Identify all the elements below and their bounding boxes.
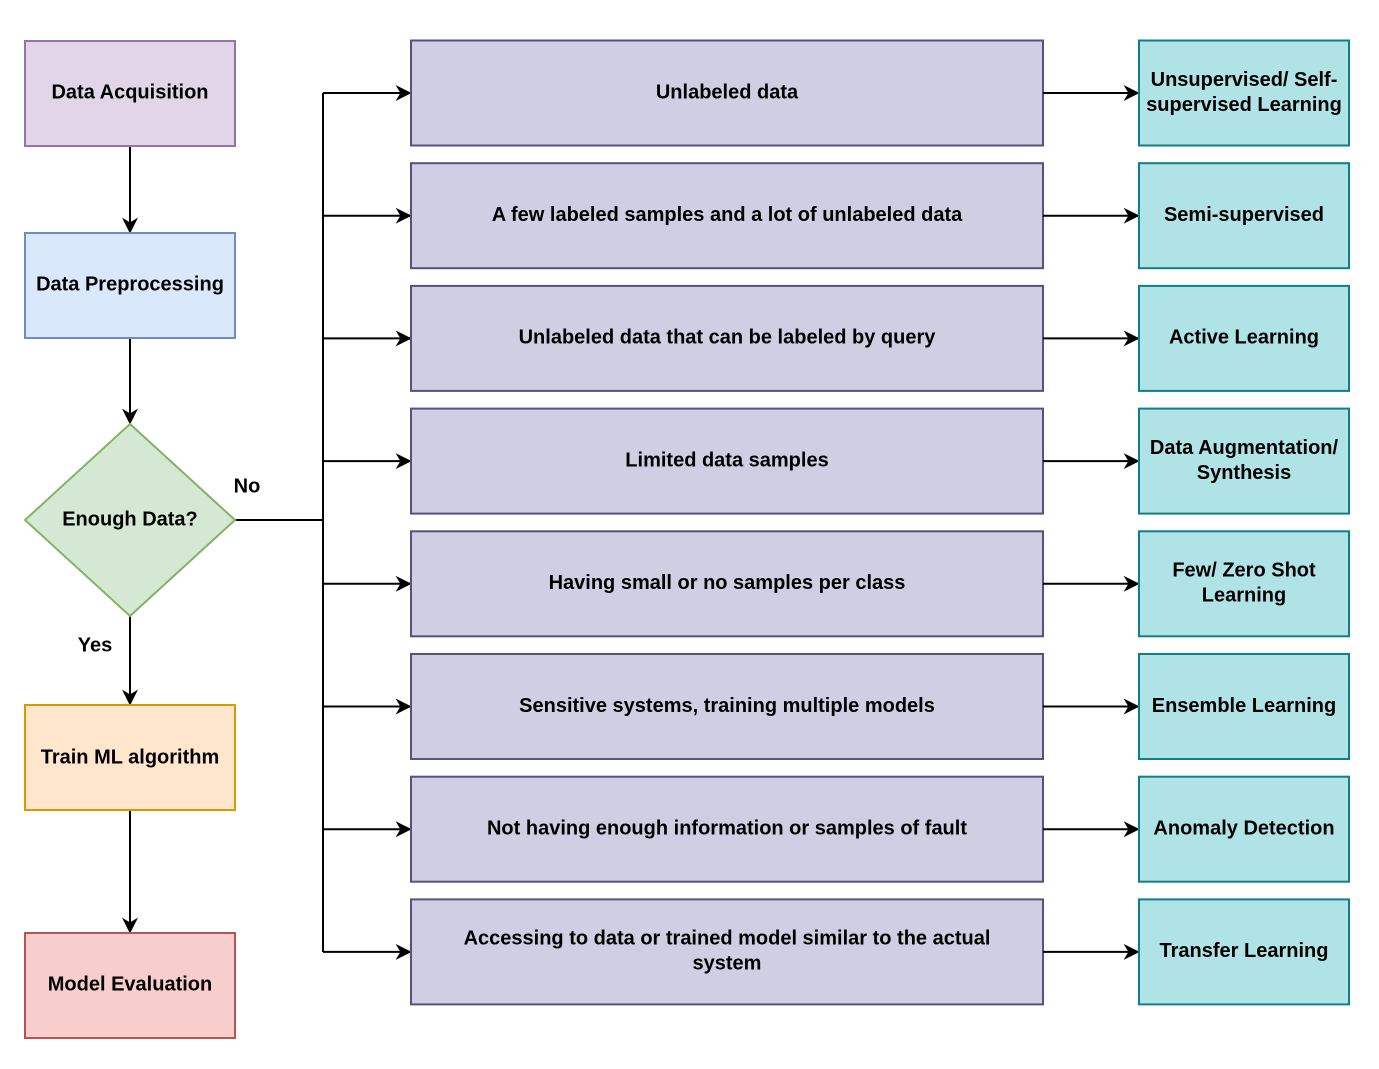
condition-text-line: Unlabeled data	[656, 81, 799, 103]
condition-text-line: Accessing to data or trained model simil…	[464, 928, 991, 950]
method-text-line: Active Learning	[1169, 327, 1319, 349]
method-box	[1138, 653, 1350, 760]
model-evaluation-label: Model Evaluation	[48, 973, 212, 995]
data-preprocessing-label: Data Preprocessing	[36, 273, 224, 295]
method-box	[1138, 407, 1350, 515]
method-node: Anomaly Detection	[1138, 775, 1350, 883]
method-node: Active Learning	[1138, 284, 1350, 392]
branch-row: Unlabeled data that can be labeled by qu…	[323, 284, 1350, 392]
condition-node: Unlabeled data	[410, 39, 1044, 147]
method-text-line: Data Augmentation/	[1150, 437, 1339, 459]
branch-row: Accessing to data or trained model simil…	[323, 898, 1350, 1006]
condition-node: Unlabeled data that can be labeled by qu…	[410, 284, 1044, 392]
method-box	[1138, 775, 1350, 883]
method-text-line: Anomaly Detection	[1153, 817, 1334, 839]
method-text-line: supervised Learning	[1146, 94, 1342, 116]
condition-node: Not having enough information or samples…	[410, 775, 1044, 883]
condition-box	[410, 407, 1044, 515]
branch-row: Not having enough information or samples…	[323, 775, 1350, 883]
condition-text-line: Sensitive systems, training multiple mod…	[519, 695, 935, 717]
condition-box	[410, 775, 1044, 883]
condition-text-line: system	[693, 953, 762, 975]
enough-data-label: Enough Data?	[62, 508, 198, 530]
condition-text-line: A few labeled samples and a lot of unlab…	[492, 204, 963, 226]
data-acquisition-label: Data Acquisition	[51, 81, 208, 103]
method-text-line: Synthesis	[1197, 462, 1291, 484]
method-text-line: Transfer Learning	[1160, 940, 1329, 962]
method-node: Data Augmentation/Synthesis	[1138, 407, 1350, 515]
data-acquisition-box	[24, 40, 236, 147]
branch-row: Sensitive systems, training multiple mod…	[323, 653, 1350, 760]
condition-text-line: Unlabeled data that can be labeled by qu…	[519, 327, 937, 349]
condition-text-line: Having small or no samples per class	[549, 572, 906, 594]
method-node: Semi-supervised	[1138, 162, 1350, 270]
enough-data-decision-node: Enough Data?	[23, 422, 237, 618]
branch-rows: Unlabeled data Unsupervised/ Self-supervi…	[323, 39, 1350, 1006]
method-text-line: Few/ Zero Shot	[1172, 560, 1316, 582]
method-node: Transfer Learning	[1138, 898, 1350, 1006]
method-box	[1138, 284, 1350, 392]
condition-node: Sensitive systems, training multiple mod…	[410, 653, 1044, 760]
method-text-line: Unsupervised/ Self-	[1151, 69, 1338, 91]
condition-box	[410, 162, 1044, 270]
condition-box	[410, 530, 1044, 638]
method-node: Unsupervised/ Self-supervised Learning	[1138, 39, 1350, 147]
condition-text-line: Not having enough information or samples…	[487, 817, 967, 839]
condition-node: Accessing to data or trained model simil…	[410, 898, 1044, 1006]
condition-node: A few labeled samples and a lot of unlab…	[410, 162, 1044, 270]
method-box	[1138, 898, 1350, 1006]
method-box	[1138, 530, 1350, 638]
enough-data-diamond	[23, 422, 237, 618]
condition-box	[410, 653, 1044, 760]
data-acquisition-node: Data Acquisition	[24, 40, 236, 147]
condition-box	[410, 284, 1044, 392]
branch-row: Limited data samples Data Augmentation/Sy…	[323, 407, 1350, 515]
condition-node: Having small or no samples per class	[410, 530, 1044, 638]
condition-text-line: Limited data samples	[625, 449, 828, 471]
method-text-line: Semi-supervised	[1164, 204, 1324, 226]
condition-node: Limited data samples	[410, 407, 1044, 515]
method-node: Ensemble Learning	[1138, 653, 1350, 760]
model-evaluation-node: Model Evaluation	[24, 932, 236, 1039]
method-text-line: Ensemble Learning	[1152, 695, 1337, 717]
method-box	[1138, 39, 1350, 147]
method-text-line: Learning	[1202, 585, 1286, 607]
branch-row: A few labeled samples and a lot of unlab…	[323, 162, 1350, 270]
condition-box	[410, 898, 1044, 1006]
train-ml-label: Train ML algorithm	[41, 746, 220, 768]
data-preprocessing-node: Data Preprocessing	[24, 232, 236, 339]
no-branch-label: No	[234, 475, 261, 497]
yes-branch-label: Yes	[78, 634, 112, 656]
branch-row: Unlabeled data Unsupervised/ Self-supervi…	[323, 39, 1350, 147]
method-box	[1138, 162, 1350, 270]
train-ml-node: Train ML algorithm	[24, 704, 236, 811]
data-preprocessing-box	[24, 232, 236, 339]
branch-row: Having small or no samples per class Few/…	[323, 530, 1350, 638]
train-ml-box	[24, 704, 236, 811]
model-evaluation-box	[24, 932, 236, 1039]
